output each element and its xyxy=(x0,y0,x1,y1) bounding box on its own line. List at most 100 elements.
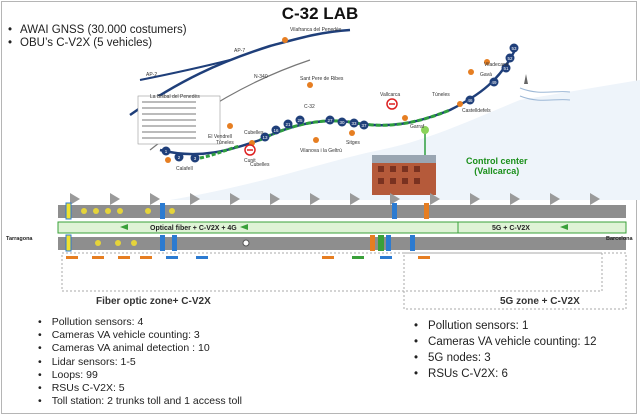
junction-number: 30 xyxy=(339,120,345,125)
photo-window xyxy=(414,166,420,172)
annotation-marker xyxy=(196,256,208,259)
annotation-marker xyxy=(380,256,392,259)
place-label: Vilafranca del Penedès xyxy=(290,27,342,33)
west-city-label: Tarragona xyxy=(6,236,33,242)
road-label: AP-2 xyxy=(146,72,157,78)
photo-window xyxy=(402,178,408,184)
camera-icon xyxy=(131,240,137,246)
rsu-icon xyxy=(172,235,177,251)
camera-icon xyxy=(81,208,87,214)
place-label: Sitges xyxy=(346,140,360,146)
road-label: N-340 xyxy=(254,74,268,80)
annotation-marker xyxy=(66,256,78,259)
place-label: Garraf xyxy=(410,124,425,130)
annotation-marker xyxy=(118,256,130,259)
gantry-arrow-icon xyxy=(190,193,200,205)
g5-zone-title: 5G zone + C-V2X xyxy=(500,296,580,307)
gantry-arrow-icon xyxy=(390,193,400,205)
list-item: •Toll station: 2 trunks toll and 1 acces… xyxy=(38,395,242,408)
top-bullet-list: •AWAI GNSS (30.000 costumers) •OBU’s C-V… xyxy=(8,24,187,50)
camera-icon xyxy=(93,208,99,214)
fiber-zone-list: •Pollution sensors: 4 •Cameras VA vehicl… xyxy=(38,316,242,408)
place-label: El Vendrell xyxy=(208,134,232,140)
road-ap2 xyxy=(139,59,231,81)
town-marker xyxy=(349,130,355,136)
junction-marker xyxy=(349,118,359,128)
rsu-icon xyxy=(410,235,415,251)
junction-marker xyxy=(190,153,200,163)
toll-label: Cubelles xyxy=(250,162,270,168)
town-marker xyxy=(484,59,490,65)
town-marker xyxy=(227,123,233,129)
junction-number: 25 xyxy=(297,118,303,123)
junction-number: 53 xyxy=(511,46,517,51)
place-label: Calafell xyxy=(176,166,193,172)
node-5g-icon xyxy=(370,235,375,251)
junction-marker xyxy=(260,132,270,142)
list-item: •RSUs C-V2X: 6 xyxy=(414,368,508,380)
bullet-item: •OBU’s C-V2X (5 vehicles) xyxy=(8,37,153,49)
fiber-zone-title: Fiber optic zone+ C-V2X xyxy=(96,296,211,307)
page-title: C-32 LAB xyxy=(281,4,359,23)
place-label: Cubelles xyxy=(244,130,264,136)
town-marker xyxy=(165,157,171,163)
town-marker xyxy=(282,37,288,43)
junction-marker xyxy=(271,125,281,135)
direction-arrow-icon xyxy=(120,224,128,230)
rsu-icon xyxy=(160,235,165,251)
list-item: •5G nodes: 3 xyxy=(414,352,491,364)
pollution-sensor-icon xyxy=(65,234,72,252)
gantry-arrow-icon xyxy=(550,193,560,205)
junction-number: 33 xyxy=(351,121,357,126)
junction-marker xyxy=(501,63,511,73)
junction-marker xyxy=(509,43,519,53)
gantry-arrow-icon xyxy=(430,193,440,205)
town-marker xyxy=(307,82,313,88)
camera-icon xyxy=(115,240,121,246)
car-icon xyxy=(242,239,250,247)
junction-number: 3 xyxy=(194,156,197,161)
photo-window xyxy=(378,178,384,184)
junction-marker xyxy=(489,77,499,87)
junction-marker xyxy=(337,117,347,127)
junction-number: 16 xyxy=(273,128,279,133)
control-center-marker xyxy=(421,126,429,134)
list-item: •Lidar sensors: 1-5 xyxy=(38,355,136,368)
junction-number: 13 xyxy=(262,135,268,140)
junction-marker xyxy=(505,53,515,63)
junction-marker xyxy=(283,119,293,129)
rsu-icon xyxy=(160,203,165,219)
junction-number: 37 xyxy=(361,123,367,128)
node-5g-icon xyxy=(424,203,429,219)
camera-icon xyxy=(145,208,151,214)
photo-window xyxy=(414,178,420,184)
junction-marker xyxy=(295,115,305,125)
fiber-band-label: Optical fiber + C-V2X + 4G xyxy=(150,225,237,232)
fiber-band xyxy=(57,221,627,234)
junction-number: 52 xyxy=(507,56,513,61)
tunnel-label: Túneles xyxy=(216,140,234,146)
photo-window xyxy=(378,166,384,172)
toll-label: Vallcarca xyxy=(380,92,400,98)
town-marker xyxy=(402,115,408,121)
junction-number: 1 xyxy=(165,149,168,154)
bullet-item: •AWAI GNSS (30.000 costumers) xyxy=(8,24,187,36)
annotation-marker xyxy=(140,256,152,259)
camera-icon xyxy=(105,208,111,214)
annotation-marker xyxy=(352,256,364,259)
place-label: Vilanova i la Geltrú xyxy=(300,148,342,154)
place-label: Castelldefels xyxy=(462,108,491,114)
sea-area xyxy=(170,80,640,200)
junction-number: 2 xyxy=(178,155,181,160)
zone-outline xyxy=(403,252,627,310)
junction-number: 49 xyxy=(491,80,497,85)
wave-icon xyxy=(519,87,571,93)
place-label: Cunit xyxy=(244,158,256,164)
list-item: •Pollution sensors: 4 xyxy=(38,316,144,328)
annotation-marker xyxy=(322,256,334,259)
wave-icon xyxy=(519,95,571,101)
gantry-arrow-icon xyxy=(470,193,480,205)
gantry-arrow-icon xyxy=(150,193,160,205)
